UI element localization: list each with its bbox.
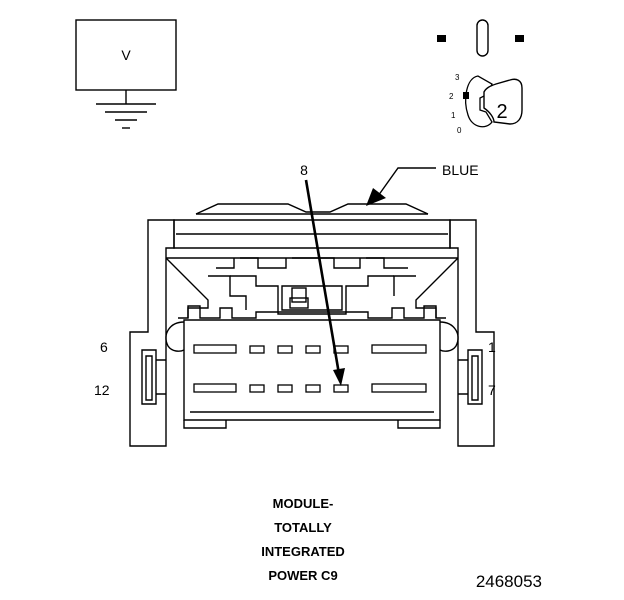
probe-position-icon (437, 19, 524, 128)
pin-label-6: 6 (100, 339, 108, 355)
latch-window (291, 287, 307, 303)
caption-line-1: MODULE- (273, 496, 334, 511)
cavity-9 (305, 384, 321, 393)
clip-left (165, 321, 185, 352)
pin-label-12: 12 (94, 382, 110, 398)
color-callout (366, 167, 436, 206)
color-label: BLUE (442, 162, 479, 178)
cavity-11 (249, 384, 265, 393)
pin-8-leader (304, 179, 341, 375)
position-1-label: 1 (451, 111, 456, 120)
pin-housing (183, 319, 441, 421)
color-leader (377, 167, 436, 197)
pin-label-7: 7 (488, 382, 496, 398)
pin-8-callout (304, 179, 345, 386)
cavity-4 (277, 345, 293, 354)
connector-left-wall (129, 219, 175, 447)
position-marker-icon (463, 92, 469, 99)
terminal-left-icon (437, 35, 446, 42)
side-latch-right (467, 349, 483, 405)
figure-id: 2468053 (476, 572, 542, 591)
cavity-7 (371, 383, 427, 393)
cavity-5 (249, 345, 265, 354)
pin-label-1: 1 (488, 339, 496, 355)
terminal-cavities (193, 344, 427, 393)
clip-right (439, 321, 459, 352)
connector-right-wall (449, 219, 495, 447)
caption-line-3: INTEGRATED (261, 544, 345, 559)
callout-pin-label: 8 (300, 162, 308, 178)
side-latch-left (141, 349, 157, 405)
selected-position-label: 2 (496, 101, 507, 123)
cavity-8 (333, 384, 349, 393)
position-2-label: 2 (449, 92, 454, 101)
terminal-right-icon (515, 35, 524, 42)
connector-latch (281, 285, 343, 311)
position-3-label: 3 (455, 73, 460, 82)
slot-icon (476, 19, 489, 57)
voltmeter-symbol (75, 19, 177, 129)
rotary-dial-icon (465, 75, 493, 128)
cavity-3 (305, 345, 321, 354)
connector-body (129, 203, 495, 447)
rotary-key-icon (483, 78, 523, 125)
caption-line-2: TOTALLY (274, 520, 332, 535)
voltmeter-label: V (121, 47, 131, 63)
cavity-1 (371, 344, 427, 354)
caption-line-4: POWER C9 (268, 568, 337, 583)
cavity-12 (193, 383, 237, 393)
position-0-label: 0 (457, 126, 462, 135)
pin-8-arrowhead (333, 368, 345, 386)
pin-housing-top (187, 305, 437, 319)
cavity-10 (277, 384, 293, 393)
cavity-6 (193, 344, 237, 354)
color-arrowhead (366, 188, 386, 206)
